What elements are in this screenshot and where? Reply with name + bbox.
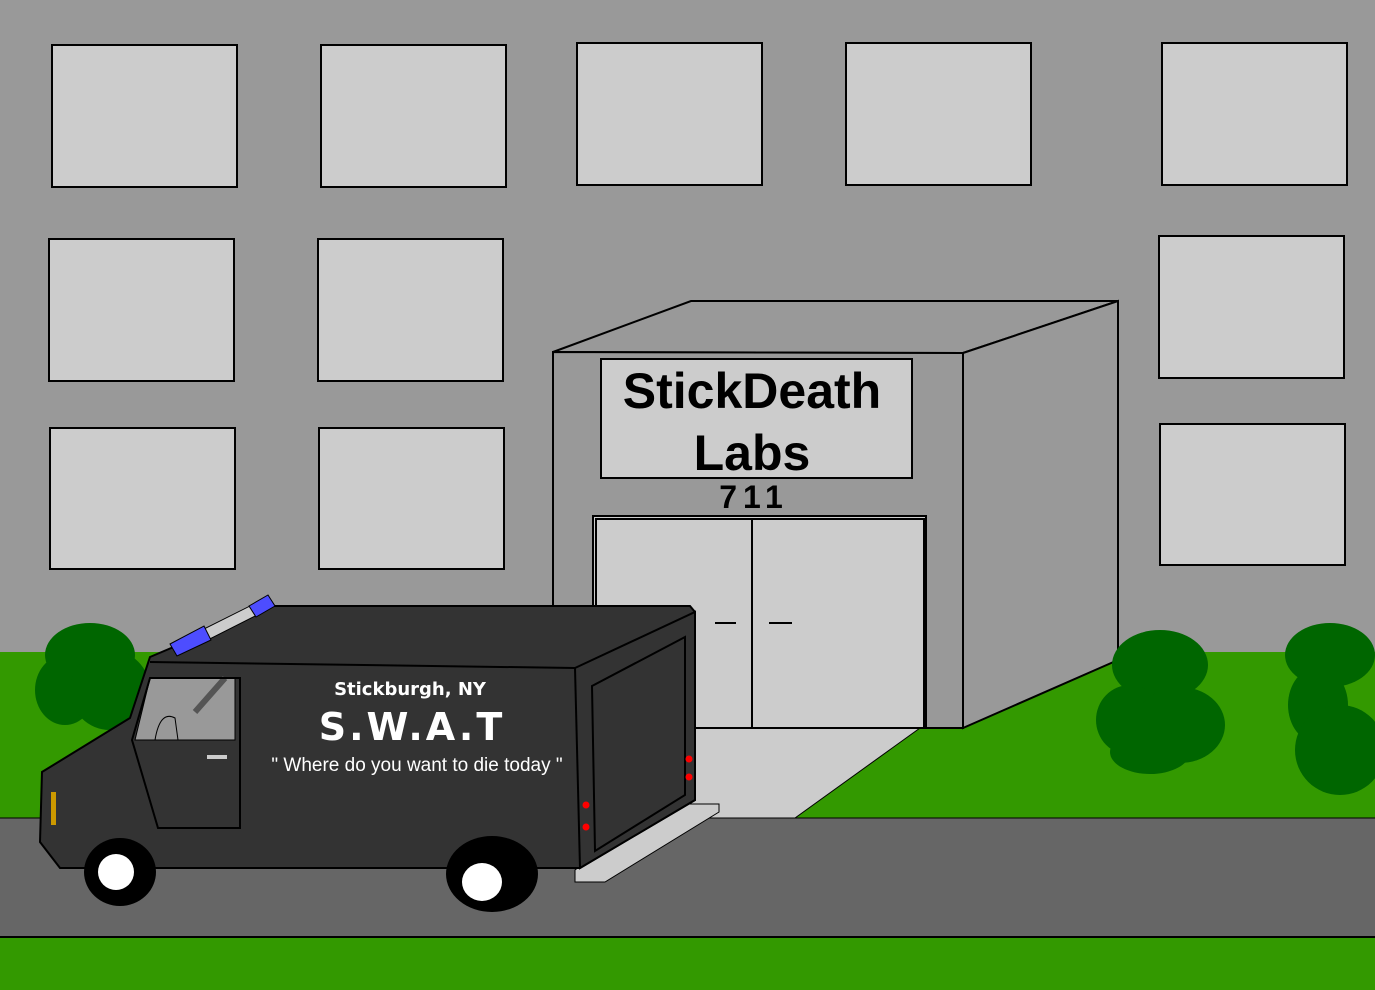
swat-van[interactable]: Stickburgh, NY S.W.A.T " Where do you wa… [38,594,720,912]
van-front-wheel [84,838,156,906]
window [49,427,236,570]
bush-left [35,623,150,730]
lab-sign [600,358,913,479]
van-tail-light [685,755,693,763]
window [1161,42,1348,186]
building-number: 711 [719,479,789,515]
sign-line2: Labs [694,425,811,481]
van-rear-face [573,610,696,870]
bush-right [1285,623,1375,795]
window [1158,235,1345,379]
van-rear-wheel [446,836,538,912]
van-city-label: Stickburgh, NY [334,679,487,700]
front-lawn [0,938,1375,990]
van-tail-light [582,801,590,809]
window [576,42,763,186]
van-seat [154,715,179,741]
van-roof-edge [149,661,576,669]
window [51,44,238,188]
entrance-side [962,299,1119,730]
bush-middle-right [1096,630,1225,774]
van-slogan: " Where do you want to die today " [271,755,562,776]
van-tail-light [582,823,590,831]
van-door-handle [207,755,227,759]
window [318,427,505,570]
window [48,238,235,382]
van-unit-label: S.W.A.T [319,705,506,749]
siren-light-right [248,594,276,618]
van-body [38,605,696,869]
window [320,44,507,188]
window [317,238,504,382]
van-tail-light [685,773,693,781]
van-rear-door[interactable] [590,635,686,853]
van-wiper [192,676,228,714]
window [1159,423,1346,566]
building-windows [48,42,1348,570]
window [845,42,1032,186]
van-driver-door[interactable] [130,677,241,829]
van-headlight [51,792,56,825]
sign-line1: StickDeath [623,363,881,419]
siren-light-left [169,625,212,657]
